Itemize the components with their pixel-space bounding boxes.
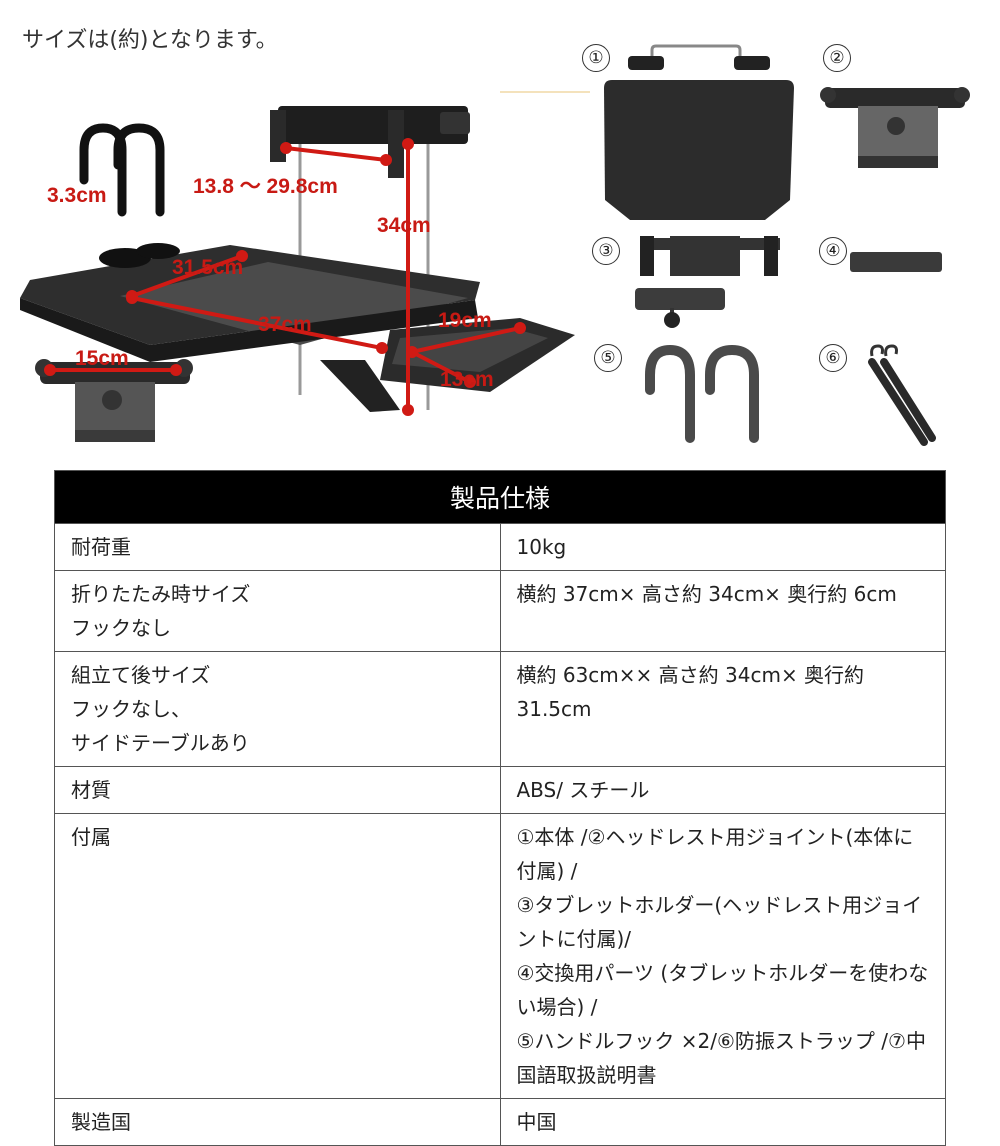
dim-hook: 3.3cm xyxy=(47,184,107,207)
table-row: 材質 ABS/ スチール xyxy=(54,766,946,814)
table-row: 折りたたみ時サイズ フックなし 横約 37cm× 高さ約 34cm× 奥行約 6… xyxy=(54,570,946,652)
part-handle-hooks xyxy=(645,344,759,443)
part-number-2: ② xyxy=(823,44,851,72)
part-headrest-joint xyxy=(825,88,965,108)
dim-depth: 31.5cm xyxy=(172,256,244,279)
spec-label: 製造国 xyxy=(54,1098,501,1146)
table-row: 付属 ①本体 /②ヘッドレスト用ジョイント(本体に付属) / ③タブレットホルダ… xyxy=(54,813,946,1099)
dim-height: 34cm xyxy=(377,214,431,237)
table-row: 組立て後サイズ フックなし、 サイドテーブルあり 横約 63cm×× 高さ約 3… xyxy=(54,651,946,767)
spec-value: 横約 37cm× 高さ約 34cm× 奥行約 6cm xyxy=(499,570,946,652)
spec-label: 折りたたみ時サイズ フックなし xyxy=(54,570,501,652)
spec-value: 中国 xyxy=(499,1098,946,1146)
headrest-joint xyxy=(40,362,190,384)
part-number-5: ⑤ xyxy=(594,344,622,372)
spec-label: 耐荷重 xyxy=(54,523,501,571)
hook-illustration xyxy=(79,123,165,217)
parts-illustration xyxy=(500,44,970,446)
spec-value: 10kg xyxy=(499,523,946,571)
dim-side-depth: 13cm xyxy=(440,368,494,391)
intro-text: サイズは(約)となります。 xyxy=(22,28,278,53)
spec-value: ABS/ スチール xyxy=(499,766,946,814)
part-number-1: ① xyxy=(582,44,610,72)
dim-tray-width: 37cm xyxy=(258,313,312,336)
spec-table: 製品仕様 耐荷重 10kg 折りたたみ時サイズ フックなし 横約 37cm× 高… xyxy=(54,470,946,1146)
dim-joint-width: 15cm xyxy=(75,347,129,370)
dim-holder-width: 13.8 〜 29.8cm xyxy=(193,175,338,198)
spec-table-title: 製品仕様 xyxy=(54,470,946,524)
part-tray-body xyxy=(604,80,794,220)
part-strap xyxy=(868,358,936,446)
table-row: 製造国 中国 xyxy=(54,1098,946,1146)
spec-value: 横約 63cm×× 高さ約 34cm× 奥行約 31.5cm xyxy=(499,651,946,767)
part-number-6: ⑥ xyxy=(819,344,847,372)
spec-label: 組立て後サイズ フックなし、 サイドテーブルあり xyxy=(54,651,501,767)
part-number-3: ③ xyxy=(592,237,620,265)
spec-label: 付属 xyxy=(54,813,501,1099)
tablet-holder xyxy=(278,106,468,144)
product-diagram xyxy=(20,106,575,442)
table-row: 耐荷重 10kg xyxy=(54,523,946,571)
dim-side-width: 19cm xyxy=(438,309,492,332)
spec-value: ①本体 /②ヘッドレスト用ジョイント(本体に付属) / ③タブレットホルダー(ヘ… xyxy=(499,813,946,1099)
part-replacement xyxy=(850,252,942,272)
spec-label: 材質 xyxy=(54,766,501,814)
part-number-4: ④ xyxy=(819,237,847,265)
